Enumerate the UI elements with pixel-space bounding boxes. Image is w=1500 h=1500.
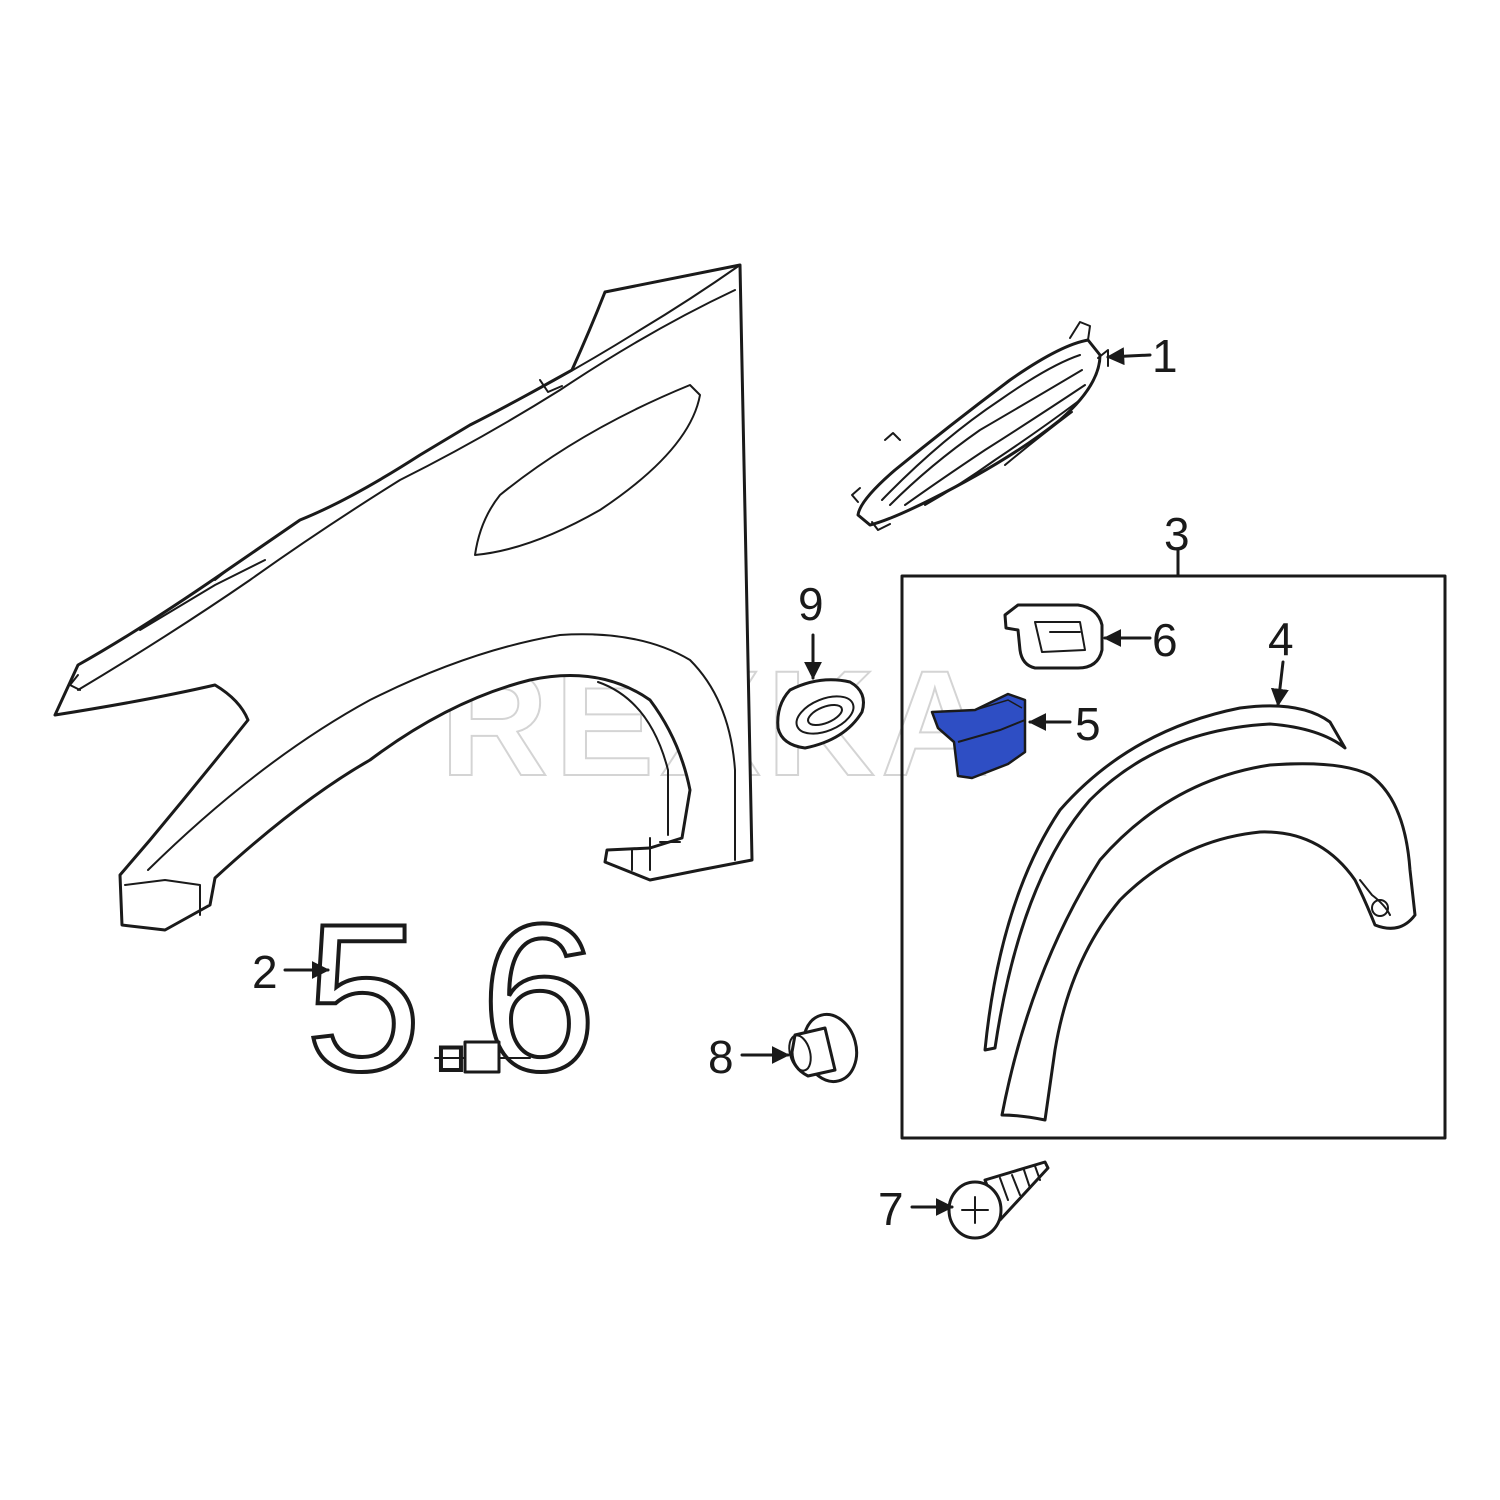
callout-4: 4 <box>1268 613 1294 665</box>
part-1-vent-grille <box>851 321 1109 531</box>
callout-1: 1 <box>1152 330 1178 382</box>
leader-4 <box>1270 660 1289 707</box>
callout-7: 7 <box>878 1183 904 1235</box>
part-8-bushing <box>788 1012 859 1084</box>
fender-flare <box>1000 762 1417 1122</box>
callout-5: 5 <box>1075 698 1101 750</box>
part-3-kit-box <box>900 574 1447 1140</box>
part-6-clip <box>1003 603 1104 670</box>
part-4-molding-strip <box>983 704 1347 1052</box>
leader-1 <box>1106 347 1152 366</box>
part-9-grommet <box>776 678 865 750</box>
callout-9: 9 <box>798 578 824 630</box>
part-2-emblem: 5.6 <box>303 878 599 1117</box>
fender-panel <box>53 263 754 932</box>
callout-2: 2 <box>252 946 278 998</box>
callout-8: 8 <box>708 1031 734 1083</box>
emblem-text: 5.6 <box>305 880 597 1115</box>
part-7-screw <box>947 1160 1050 1240</box>
callout-6: 6 <box>1152 614 1178 666</box>
part-5-retainer-clip-highlighted <box>930 692 1027 780</box>
callout-3: 3 <box>1164 508 1190 560</box>
